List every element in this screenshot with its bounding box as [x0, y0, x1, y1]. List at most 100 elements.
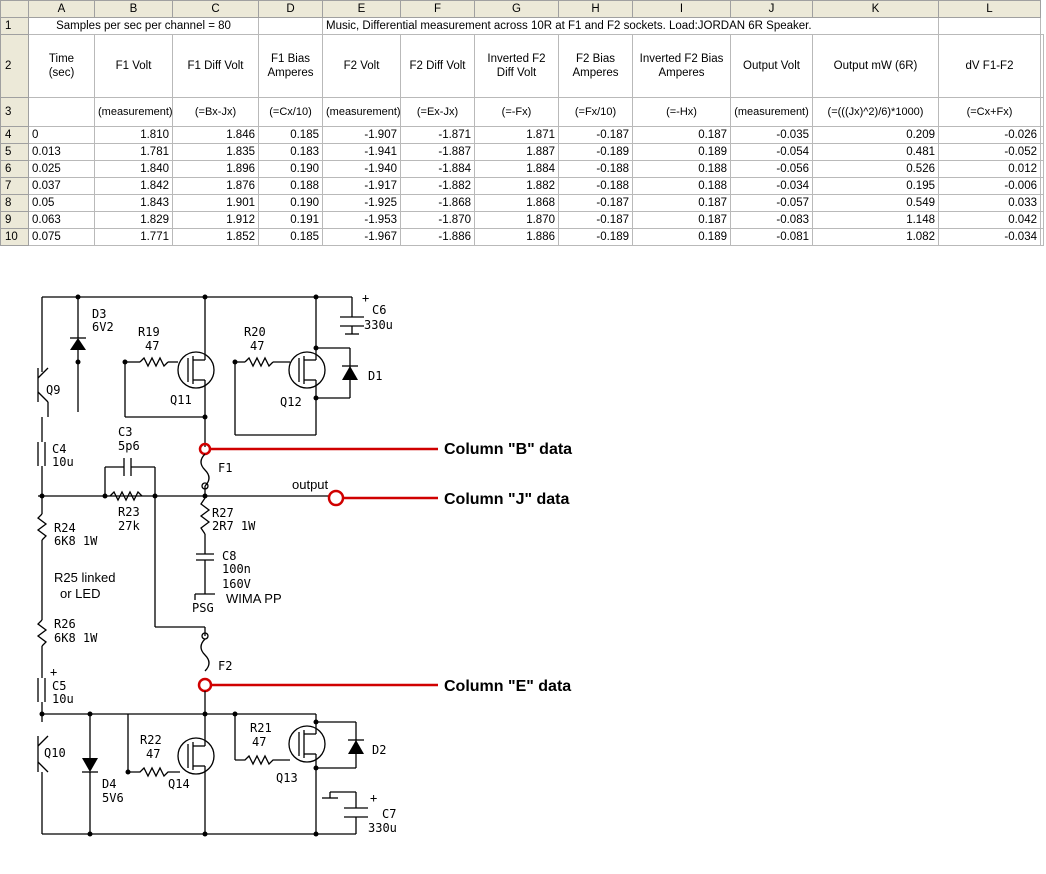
- empty-cell[interactable]: [1040, 143, 1044, 161]
- header-cell-j2[interactable]: Output Volt: [730, 34, 813, 98]
- cell-a4[interactable]: 0: [28, 126, 95, 144]
- cell-e8[interactable]: -1.925: [322, 194, 401, 212]
- cell-d5[interactable]: 0.183: [258, 143, 323, 161]
- cell-e9[interactable]: -1.953: [322, 211, 401, 229]
- row-header[interactable]: 7: [0, 177, 29, 195]
- cell-j5[interactable]: -0.054: [730, 143, 813, 161]
- cell-i5[interactable]: 0.189: [632, 143, 731, 161]
- header-cell-g2[interactable]: Inverted F2 Diff Volt: [474, 34, 559, 98]
- formula-cell-k3[interactable]: (=(((Jx)^2)/6)*1000): [812, 97, 939, 127]
- cell-c8[interactable]: 1.901: [172, 194, 259, 212]
- empty-cell[interactable]: [1040, 228, 1044, 246]
- cell-h5[interactable]: -0.189: [558, 143, 633, 161]
- cell-f7[interactable]: -1.882: [400, 177, 475, 195]
- cell-d9[interactable]: 0.191: [258, 211, 323, 229]
- row-header[interactable]: 9: [0, 211, 29, 229]
- col-header-d[interactable]: D: [258, 0, 323, 18]
- cell-a10[interactable]: 0.075: [28, 228, 95, 246]
- header-cell-i2[interactable]: Inverted F2 Bias Amperes: [632, 34, 731, 98]
- cell-h6[interactable]: -0.188: [558, 160, 633, 178]
- cell-f6[interactable]: -1.884: [400, 160, 475, 178]
- header-cell-k2[interactable]: Output mW (6R): [812, 34, 939, 98]
- header-cell-b2[interactable]: F1 Volt: [94, 34, 173, 98]
- cell-h8[interactable]: -0.187: [558, 194, 633, 212]
- formula-cell-e3[interactable]: (measurement): [322, 97, 401, 127]
- cell-k4[interactable]: 0.209: [812, 126, 939, 144]
- cell-d7[interactable]: 0.188: [258, 177, 323, 195]
- cell-l10[interactable]: -0.034: [938, 228, 1041, 246]
- empty-cell[interactable]: [1040, 34, 1044, 98]
- empty-cell[interactable]: [1040, 97, 1044, 127]
- formula-cell-b3[interactable]: (measurement): [94, 97, 173, 127]
- col-header-e[interactable]: E: [322, 0, 401, 18]
- header-cell-e2[interactable]: F2 Volt: [322, 34, 401, 98]
- cell-d4[interactable]: 0.185: [258, 126, 323, 144]
- col-header-h[interactable]: H: [558, 0, 633, 18]
- formula-cell-h3[interactable]: (=Fx/10): [558, 97, 633, 127]
- formula-cell-i3[interactable]: (=-Hx): [632, 97, 731, 127]
- cell-l5[interactable]: -0.052: [938, 143, 1041, 161]
- cell-f8[interactable]: -1.868: [400, 194, 475, 212]
- cell-k10[interactable]: 1.082: [812, 228, 939, 246]
- row-header[interactable]: 4: [0, 126, 29, 144]
- cell-d6[interactable]: 0.190: [258, 160, 323, 178]
- cell-j10[interactable]: -0.081: [730, 228, 813, 246]
- cell-i6[interactable]: 0.188: [632, 160, 731, 178]
- cell-b4[interactable]: 1.810: [94, 126, 173, 144]
- empty-cell[interactable]: [1040, 177, 1044, 195]
- formula-cell-g3[interactable]: (=-Fx): [474, 97, 559, 127]
- col-header-a[interactable]: A: [28, 0, 95, 18]
- cell-k7[interactable]: 0.195: [812, 177, 939, 195]
- header-cell-f2[interactable]: F2 Diff Volt: [400, 34, 475, 98]
- row-header[interactable]: 6: [0, 160, 29, 178]
- cell-l1[interactable]: [938, 17, 1041, 35]
- col-header-l[interactable]: L: [938, 0, 1041, 18]
- cell-c4[interactable]: 1.846: [172, 126, 259, 144]
- cell-a9[interactable]: 0.063: [28, 211, 95, 229]
- cell-c5[interactable]: 1.835: [172, 143, 259, 161]
- cell-a1[interactable]: Samples per sec per channel = 80: [28, 17, 259, 35]
- select-all-corner[interactable]: [0, 0, 29, 18]
- cell-g7[interactable]: 1.882: [474, 177, 559, 195]
- cell-g5[interactable]: 1.887: [474, 143, 559, 161]
- empty-cell[interactable]: [1040, 211, 1044, 229]
- cell-f4[interactable]: -1.871: [400, 126, 475, 144]
- empty-cell[interactable]: [1040, 194, 1044, 212]
- col-header-c[interactable]: C: [172, 0, 259, 18]
- cell-j6[interactable]: -0.056: [730, 160, 813, 178]
- cell-e5[interactable]: -1.941: [322, 143, 401, 161]
- cell-d1[interactable]: [258, 17, 323, 35]
- cell-e10[interactable]: -1.967: [322, 228, 401, 246]
- cell-g6[interactable]: 1.884: [474, 160, 559, 178]
- formula-cell-l3[interactable]: (=Cx+Fx): [938, 97, 1041, 127]
- cell-h7[interactable]: -0.188: [558, 177, 633, 195]
- cell-h9[interactable]: -0.187: [558, 211, 633, 229]
- cell-i8[interactable]: 0.187: [632, 194, 731, 212]
- empty-cell[interactable]: [1040, 126, 1044, 144]
- cell-g4[interactable]: 1.871: [474, 126, 559, 144]
- cell-l9[interactable]: 0.042: [938, 211, 1041, 229]
- cell-g9[interactable]: 1.870: [474, 211, 559, 229]
- col-header-f[interactable]: F: [400, 0, 475, 18]
- header-cell-c2[interactable]: F1 Diff Volt: [172, 34, 259, 98]
- header-cell-a2[interactable]: Time (sec): [28, 34, 95, 98]
- cell-d10[interactable]: 0.185: [258, 228, 323, 246]
- cell-a6[interactable]: 0.025: [28, 160, 95, 178]
- cell-l6[interactable]: 0.012: [938, 160, 1041, 178]
- cell-a8[interactable]: 0.05: [28, 194, 95, 212]
- cell-k6[interactable]: 0.526: [812, 160, 939, 178]
- cell-e1[interactable]: Music, Differential measurement across 1…: [322, 17, 939, 35]
- row-header[interactable]: 2: [0, 34, 29, 98]
- cell-l7[interactable]: -0.006: [938, 177, 1041, 195]
- row-header[interactable]: 5: [0, 143, 29, 161]
- row-header[interactable]: 3: [0, 97, 29, 127]
- cell-g10[interactable]: 1.886: [474, 228, 559, 246]
- cell-k8[interactable]: 0.549: [812, 194, 939, 212]
- cell-j4[interactable]: -0.035: [730, 126, 813, 144]
- cell-a5[interactable]: 0.013: [28, 143, 95, 161]
- cell-g8[interactable]: 1.868: [474, 194, 559, 212]
- row-header[interactable]: 8: [0, 194, 29, 212]
- formula-cell-a3[interactable]: [28, 97, 95, 127]
- col-header-j[interactable]: J: [730, 0, 813, 18]
- cell-b5[interactable]: 1.781: [94, 143, 173, 161]
